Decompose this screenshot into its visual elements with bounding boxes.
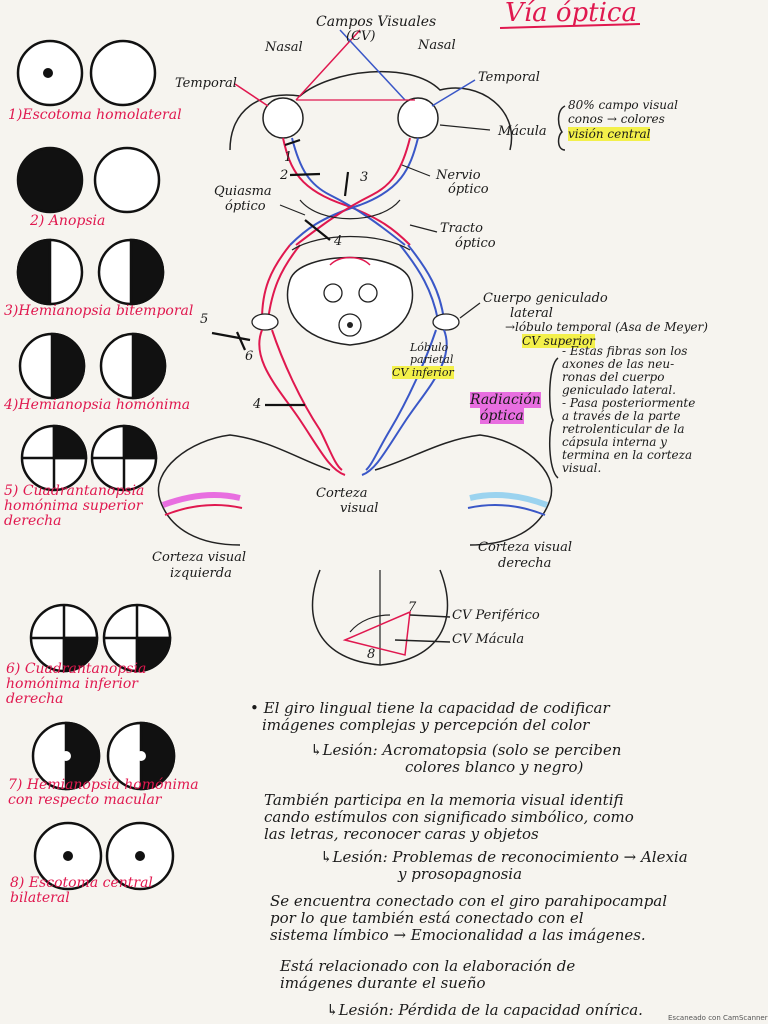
geniculado-label-2: lateral	[510, 306, 553, 321]
field-label-3: 3)Hemianopsia bitemporal	[4, 303, 194, 319]
scanner-footer: Escaneado con CamScanner	[668, 1014, 768, 1022]
corteza-izquierda-label-2: izquierda	[170, 566, 232, 581]
quiasma-label-2: óptico	[225, 199, 266, 214]
macula-note-2: conos → colores	[568, 112, 665, 126]
note-sueno-1: Está relacionado con la elaboración de	[280, 957, 576, 975]
field-label-4: 4)Hemianopsia homónima	[4, 397, 191, 413]
note-lesion-1a: ↳Lesión: Acromatopsia (solo se perciben	[310, 741, 622, 759]
lesion-number-4b: 4	[253, 397, 262, 412]
notes-section: • El giro lingual tiene la capacidad de …	[250, 700, 762, 1019]
page-title: Vía óptica	[505, 0, 637, 28]
note-memoria-3: las letras, reconocer caras y objetos	[264, 825, 539, 843]
lesion-number-6: 6	[245, 349, 254, 364]
cv-periferico-label: CV Periférico	[452, 608, 540, 623]
note-lesion-2a: ↳Lesión: Problemas de reconocimiento → A…	[320, 848, 688, 866]
lobulo-parietal-label-1: Lóbulo	[410, 341, 449, 354]
corteza-derecha-label-2: derecha	[498, 556, 552, 571]
lesion-number-7: 7	[408, 600, 417, 615]
field-label-8: 8) Escotoma central bilateral	[10, 875, 153, 906]
note-lesion-4: ↳Lesión: Pérdida de la capacidad onírica…	[326, 1001, 643, 1019]
note-sueno-2: imágenes durante el sueño	[280, 974, 486, 992]
field-label-6: 6) Cuadrantanopsia homónima inferior der…	[6, 661, 147, 707]
note-parahipocampal-2: por lo que también está conectado con el	[270, 909, 584, 927]
temporal-left-label: Temporal	[175, 76, 237, 91]
nervio-optico-label-1: Nervio	[436, 168, 481, 183]
note-memoria-1: También participa en la memoria visual i…	[264, 791, 624, 809]
macula-note-1: 80% campo visual	[568, 98, 678, 112]
corteza-derecha-label-1: Corteza visual	[478, 540, 573, 555]
nasal-right-label: Nasal	[418, 38, 456, 53]
quiasma-label-1: Quiasma	[214, 184, 272, 199]
note-memoria-2: cando estímulos con significado simbólic…	[264, 808, 634, 826]
lesion-number-3: 3	[360, 170, 369, 185]
lesion-number-4a: 4	[334, 234, 343, 249]
cv-macula-label: CV Mácula	[452, 632, 525, 647]
note-lesion-2b: y prosopagnosia	[398, 865, 523, 883]
field-label-5: 5) Cuadrantanopsia homónima superior der…	[4, 483, 145, 529]
cv-label: (CV)	[346, 29, 376, 44]
corteza-visual-label-2: visual	[340, 501, 379, 516]
field-label-2: 2) Anopsia	[30, 213, 106, 229]
radiacion-label-1: Radiación	[470, 392, 541, 408]
lesion-number-8: 8	[367, 647, 376, 662]
temporal-right-label: Temporal	[478, 70, 540, 85]
lesion-number-1: 1	[284, 150, 293, 165]
field-label-1: 1)Escotoma homolateral	[8, 107, 182, 123]
corteza-izquierda-label-1: Corteza visual	[152, 550, 247, 565]
note-giro-lingual-1: • El giro lingual tiene la capacidad de …	[250, 699, 610, 717]
field-label-7: 7) Hemianopsia homónima con respecto mac…	[8, 777, 199, 808]
campos-visuales-label: Campos Visuales	[316, 14, 437, 30]
geniculado-label-1: Cuerpo geniculado	[483, 291, 608, 306]
radiacion-note: - Estas fibras son los axones de las neu…	[562, 344, 696, 475]
corteza-visual-label-1: Corteza	[316, 486, 368, 501]
cv-inferior-label: CV inferior	[392, 366, 454, 379]
macula-note-highlight: visión central	[568, 127, 651, 141]
lesion-number-5: 5	[200, 312, 209, 327]
note-parahipocampal-1: Se encuentra conectado con el giro parah…	[270, 892, 668, 910]
note-giro-lingual-2: imágenes complejas y percepción del colo…	[262, 716, 590, 734]
radiacion-label-2: óptica	[480, 408, 524, 424]
note-parahipocampal-3: sistema límbico → Emocionalidad a las im…	[270, 926, 646, 944]
note-lesion-1b: colores blanco y negro)	[405, 758, 584, 776]
lobulo-parietal-label-2: parietal	[410, 353, 454, 366]
nervio-optico-label-2: óptico	[448, 182, 489, 197]
macula-label: Mácula	[498, 124, 547, 139]
lesion-number-2: 2	[280, 168, 289, 183]
tracto-label-1: Tracto	[440, 221, 483, 236]
nasal-left-label: Nasal	[265, 40, 303, 55]
tracto-label-2: óptico	[455, 236, 496, 251]
lobulo-temporal-label: →lóbulo temporal (Asa de Meyer)	[505, 320, 708, 334]
cv-superior-label: CV superior	[522, 334, 595, 348]
